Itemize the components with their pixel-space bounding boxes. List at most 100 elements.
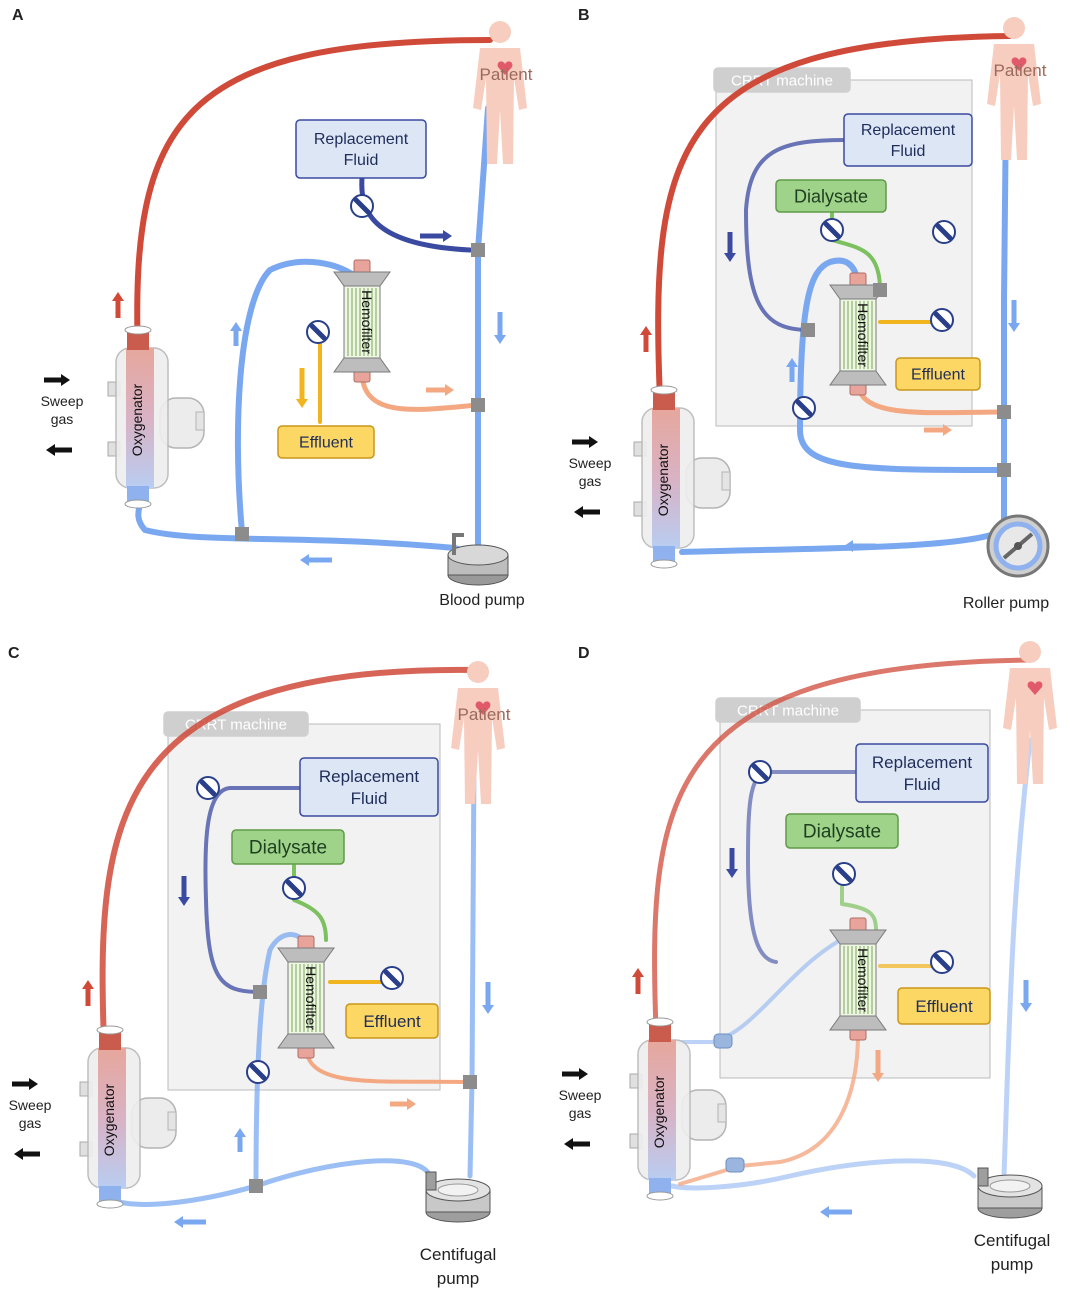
connector-icon: [997, 463, 1011, 477]
panel-letter: A: [12, 7, 24, 24]
clamp-icon: [196, 776, 220, 800]
flow-arrow-icon: [46, 444, 72, 456]
connector-icon: [801, 323, 815, 337]
clamp-bar: [309, 323, 327, 341]
sweep-gas-label: gas: [51, 411, 74, 427]
oxygenator-rim: [96, 1025, 124, 1035]
oxygenator-label: Oxygenator: [129, 383, 145, 456]
arrow-head: [820, 1206, 829, 1218]
hemofilter-bottom: [277, 1033, 335, 1049]
flow-arrow-icon: [844, 540, 876, 552]
luer-connector-icon: [713, 1033, 733, 1049]
panel-a: AOxygenatorSweepgasPatientHemofilterRepl…: [12, 7, 533, 609]
replacement-line: [744, 138, 848, 332]
hemofilter-label: Hemofilter: [855, 303, 871, 367]
centrifugal-pump-icon: [425, 1171, 491, 1223]
sweep-gas-label: gas: [569, 1105, 592, 1121]
connector-icon: [253, 985, 267, 999]
arrow-head: [61, 374, 70, 386]
flow-arrow-icon: [724, 232, 736, 262]
oxygenator-rim: [646, 1017, 674, 1027]
connector-icon: [235, 527, 249, 541]
oxygenator-port: [167, 1111, 177, 1131]
pump-label: Centifugal: [420, 1245, 497, 1264]
effluent-bag: Effluent: [345, 1003, 439, 1039]
oxygenator-inlet-line: [135, 501, 481, 558]
clamp-bar: [835, 865, 853, 883]
replacement-fluid-label: Fluid: [351, 789, 388, 808]
arrow-head: [844, 540, 853, 552]
connector-icon: [997, 405, 1011, 419]
clamp-icon: [282, 876, 306, 900]
oxygenator-rim: [650, 385, 678, 395]
dialysate-bag-label: Dialysate: [794, 186, 868, 206]
filter-return-line: [304, 1044, 472, 1084]
hemofilter: Hemofilter: [333, 259, 391, 383]
roller-pump-icon: [986, 514, 1050, 578]
replacement-line: [359, 175, 473, 253]
drainage-line: [1001, 103, 1009, 533]
oxygenator-port: [717, 1103, 727, 1123]
flow-arrow-icon: [300, 554, 332, 566]
panel-letter: D: [578, 645, 590, 662]
hemofilter-label: Hemofilter: [855, 948, 871, 1012]
flow-arrow-icon: [572, 436, 598, 448]
filter-return-line: [359, 369, 481, 412]
flow-arrow-icon: [820, 1206, 852, 1218]
arrow-head: [726, 869, 738, 878]
clamp-icon: [748, 760, 772, 784]
arrow-head: [494, 335, 506, 344]
clamp-bar: [199, 779, 217, 797]
drainage-line: [475, 105, 491, 551]
blood-pump-icon: [447, 533, 509, 586]
effluent-bag-box: [277, 425, 375, 459]
dialysate-bag-box: [775, 179, 887, 213]
arrow-head: [14, 1148, 23, 1160]
arrow-head: [230, 322, 242, 331]
hemofilter-bottom: [333, 357, 391, 373]
effluent-bag-label: Effluent: [911, 367, 966, 384]
patient-label: Patient: [458, 705, 511, 724]
effluent-bag-label: Effluent: [299, 435, 354, 452]
flow-arrow-icon: [174, 1216, 206, 1228]
flow-arrow-icon: [924, 424, 952, 436]
hemofilter-body: [343, 285, 381, 359]
effluent-bag: Effluent: [895, 357, 981, 391]
replacement-fluid-label: Replacement: [861, 122, 956, 139]
oxygenator-outlet: [653, 546, 675, 562]
effluent-bag: Effluent: [277, 425, 375, 459]
arrow-head: [234, 1128, 246, 1137]
pump-top: [447, 544, 509, 566]
patient-label: Patient: [994, 61, 1047, 80]
effluent-bag-box: [895, 357, 981, 391]
pump-inlet: [977, 1167, 989, 1187]
sweep-gas-label: gas: [579, 473, 602, 489]
hemofilter-body: [839, 943, 877, 1017]
crrt-machine-tab-box: [163, 711, 309, 737]
clamp-icon: [306, 320, 330, 344]
oxygenator-inlet-line: [109, 1158, 433, 1207]
clamp-bar: [823, 221, 841, 239]
hemofilter-bottom: [829, 1015, 887, 1031]
flow-arrow-icon: [426, 384, 454, 396]
effluent-bag-box: [345, 1003, 439, 1039]
flow-arrow-icon: [872, 1050, 884, 1082]
oxygenator-inlet-line: [679, 527, 1007, 555]
arrow-head: [29, 1078, 38, 1090]
clamp-bar: [353, 197, 371, 215]
clamp-icon: [930, 308, 954, 332]
arrow-head: [589, 436, 598, 448]
flow-arrow-icon: [82, 980, 94, 1006]
replacement-fluid-box: [295, 119, 427, 179]
flow-arrow-icon: [632, 968, 644, 994]
flow-arrow-icon: [564, 1138, 590, 1150]
pump-label: pump: [437, 1269, 480, 1288]
flow-arrow-icon: [640, 326, 652, 352]
arrow-head: [112, 292, 124, 301]
oxygenator-core: [652, 408, 680, 548]
hemofilter: Hemofilter: [829, 272, 887, 396]
